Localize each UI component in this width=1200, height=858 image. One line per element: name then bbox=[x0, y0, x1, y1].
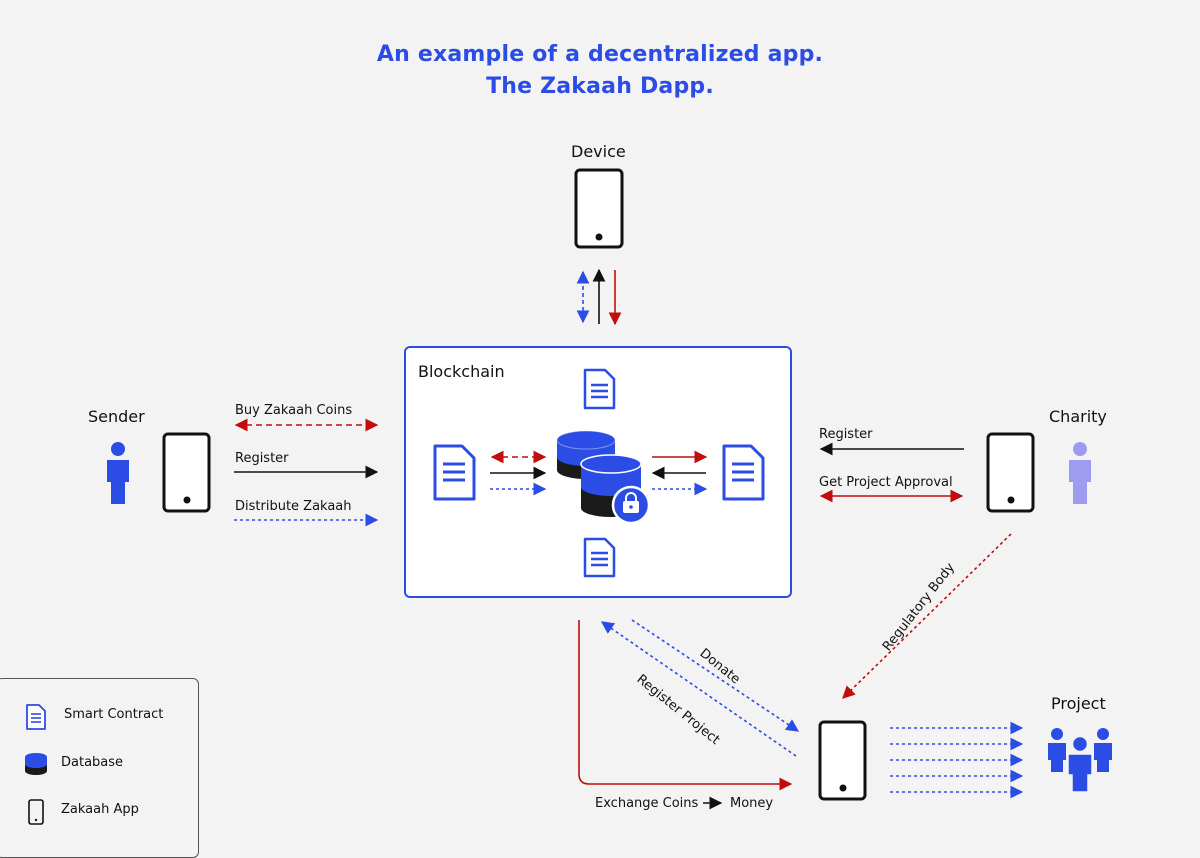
smart-contract-icon-right[interactable] bbox=[722, 444, 765, 501]
sender-arrows bbox=[234, 418, 379, 527]
smart-contract-icon-top[interactable] bbox=[583, 368, 616, 410]
distribute-label: Distribute Zakaah bbox=[235, 499, 352, 514]
legend-smart-contract-label: Smart Contract bbox=[64, 707, 164, 722]
smart-contract-icon-left[interactable] bbox=[433, 444, 476, 501]
device-phone-icon[interactable] bbox=[574, 168, 624, 249]
device-arrows bbox=[576, 268, 622, 326]
charity-person-icon bbox=[1069, 442, 1091, 504]
database-icon[interactable] bbox=[556, 430, 642, 517]
legend-database-label: Database bbox=[61, 755, 124, 770]
exchange-label: Exchange Coins bbox=[595, 796, 699, 811]
charity-phone-icon[interactable] bbox=[986, 432, 1035, 513]
charity-arrows bbox=[819, 442, 964, 503]
sender-phone-icon[interactable] bbox=[162, 432, 211, 513]
money-label: Money bbox=[730, 796, 774, 811]
exchange-arrow bbox=[578, 620, 793, 791]
blockchain-label: Blockchain bbox=[418, 362, 505, 381]
approval-label: Get Project Approval bbox=[819, 475, 953, 490]
project-label: Project bbox=[1051, 694, 1106, 713]
legend-app-label: Zakaah App bbox=[61, 802, 139, 817]
sender-person-icon bbox=[107, 442, 129, 504]
donate-register-arrows bbox=[600, 619, 800, 757]
charity-register-label: Register bbox=[819, 427, 873, 442]
smart-contract-icon-bottom[interactable] bbox=[583, 537, 616, 578]
sender-label: Sender bbox=[88, 407, 145, 426]
project-people-icon bbox=[1048, 728, 1112, 793]
project-distribution-arrows bbox=[890, 721, 1024, 799]
title-line-1: An example of a decentralized app. bbox=[376, 42, 824, 67]
blockchain-inner-arrows bbox=[490, 450, 708, 496]
title-line-2: The Zakaah Dapp. bbox=[486, 74, 714, 99]
project-phone-icon[interactable] bbox=[818, 720, 867, 801]
device-label: Device bbox=[571, 142, 626, 161]
regulatory-arrow bbox=[842, 533, 1012, 699]
sender-register-label: Register bbox=[235, 451, 289, 466]
buy-coins-label: Buy Zakaah Coins bbox=[235, 403, 353, 418]
charity-label: Charity bbox=[1049, 407, 1107, 426]
lock-icon bbox=[611, 485, 651, 525]
